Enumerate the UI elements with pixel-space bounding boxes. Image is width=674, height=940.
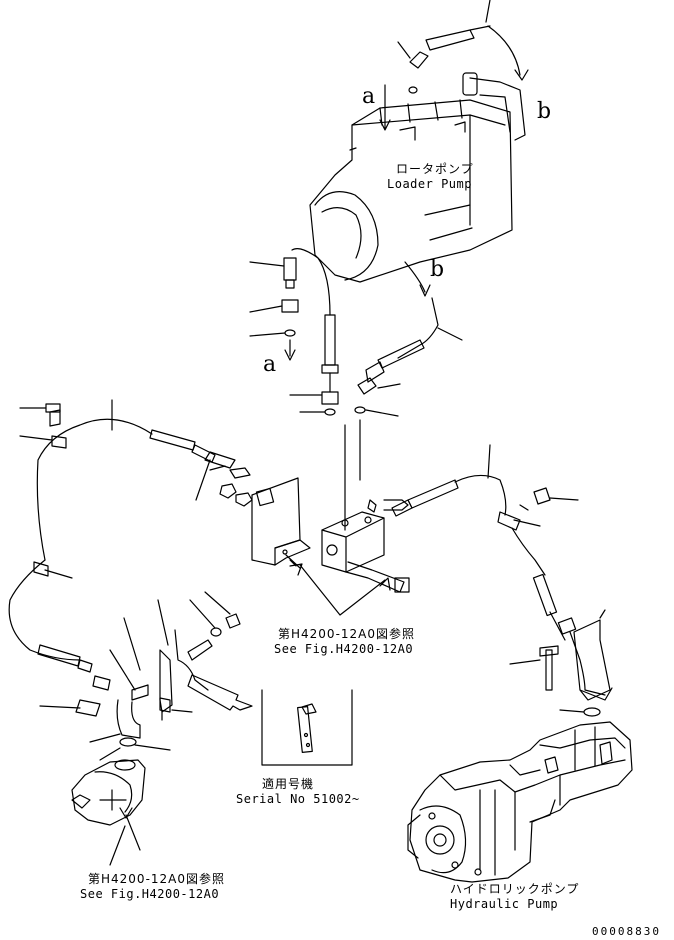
bracket-nuts: [210, 466, 252, 506]
right-hose: [392, 445, 612, 716]
serial-en-label: Serial No 51002~: [236, 792, 360, 806]
loader-pump-en-label: Loader Pump: [387, 177, 472, 191]
hydraulic-pump-jp-label: ハイドロリックポンプ: [450, 882, 580, 896]
lower-left-leader: [110, 826, 125, 865]
see-fig-2-jp-label: 第H4200-12A0図参照: [88, 872, 226, 886]
see-fig-1-en-label: See Fig.H4200-12A0: [274, 642, 414, 656]
loader-left-hose: [250, 249, 338, 415]
ref-a-top-label: a: [362, 84, 376, 109]
valve-see-fig-leaders: [290, 564, 390, 615]
lower-left-valve-body: [72, 760, 145, 850]
ref-a-mid-label: a: [263, 352, 277, 377]
valve-block: [322, 500, 409, 592]
drawing-code: 00008830: [592, 925, 661, 938]
serial-jp-label: 適用号機: [262, 777, 315, 791]
loader-pump-top-fittings: [398, 0, 528, 93]
ref-a-arrow-top: [380, 85, 390, 130]
left-hose-loop: [9, 400, 235, 672]
loader-pump: [310, 73, 525, 282]
see-fig-2-en-label: See Fig.H4200-12A0: [80, 887, 220, 901]
serial-arrow: [188, 675, 252, 710]
hydraulic-pump: [408, 722, 632, 882]
valve-bracket: [252, 478, 310, 568]
see-fig-1-jp-label: 第H4200-12A0図参照: [278, 627, 416, 641]
lower-left-parts: [40, 592, 240, 760]
ref-b-right-label: b: [537, 99, 552, 124]
center-fittings: [345, 378, 400, 530]
loader-return-hose: [366, 262, 462, 382]
ref-b-mid-label: b: [430, 257, 445, 282]
loader-pump-jp-label: ロータポンプ: [396, 162, 474, 176]
serial-inset: [262, 690, 352, 765]
hydraulic-pump-en-label: Hydraulic Pump: [450, 897, 559, 911]
